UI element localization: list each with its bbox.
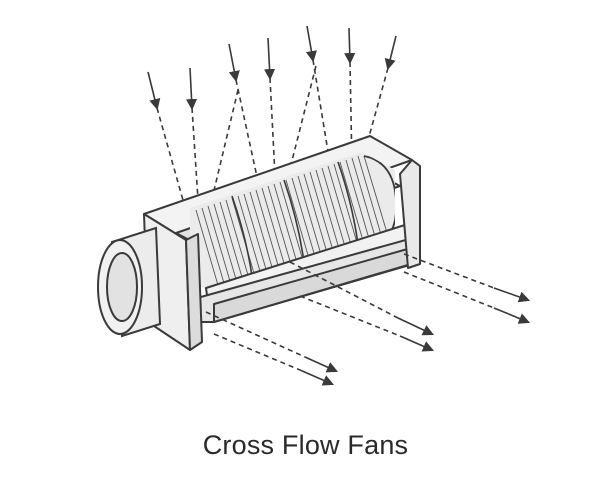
intake-arrow-icon bbox=[185, 67, 198, 111]
intake-arrow-icon bbox=[228, 43, 240, 83]
intake-arrow-icon bbox=[344, 27, 356, 65]
housing-right-end bbox=[399, 159, 421, 269]
rotor-disc bbox=[337, 161, 359, 245]
intake-trail bbox=[269, 77, 277, 196]
intake-arrow-icon bbox=[147, 71, 161, 111]
cross-flow-fan-diagram bbox=[97, 25, 531, 386]
exhaust-arrow-icon bbox=[493, 307, 531, 324]
diagram-caption: Cross Flow Fans bbox=[202, 430, 409, 460]
exhaust-trail bbox=[299, 295, 401, 337]
exhaust-arrow-icon bbox=[493, 287, 531, 303]
exhaust-trail bbox=[205, 311, 306, 358]
exhaust-trail bbox=[289, 261, 399, 319]
rotor-disc bbox=[231, 195, 253, 277]
intake-trail bbox=[312, 59, 333, 177]
exhaust-trail bbox=[403, 271, 495, 309]
exhaust-arrow-icon bbox=[399, 335, 435, 352]
intake-arrow-icon bbox=[384, 35, 397, 71]
housing-front bbox=[189, 159, 421, 323]
exhaust-arrow-icon bbox=[397, 317, 435, 336]
motor-cylinder bbox=[97, 226, 162, 338]
exhaust-airflow bbox=[205, 253, 531, 386]
rotor-disc bbox=[283, 179, 305, 263]
intake-trail bbox=[156, 107, 193, 233]
intake-arrow-icon bbox=[263, 37, 276, 81]
exhaust-trail bbox=[403, 253, 495, 289]
end-plate-edge bbox=[185, 233, 203, 351]
exhaust-arrow-icon bbox=[299, 369, 335, 386]
intake-arrow-icon bbox=[305, 25, 317, 63]
motor-face-inner bbox=[106, 252, 138, 322]
exhaust-arrow-icon bbox=[304, 356, 339, 373]
exhaust-trail bbox=[213, 333, 301, 371]
